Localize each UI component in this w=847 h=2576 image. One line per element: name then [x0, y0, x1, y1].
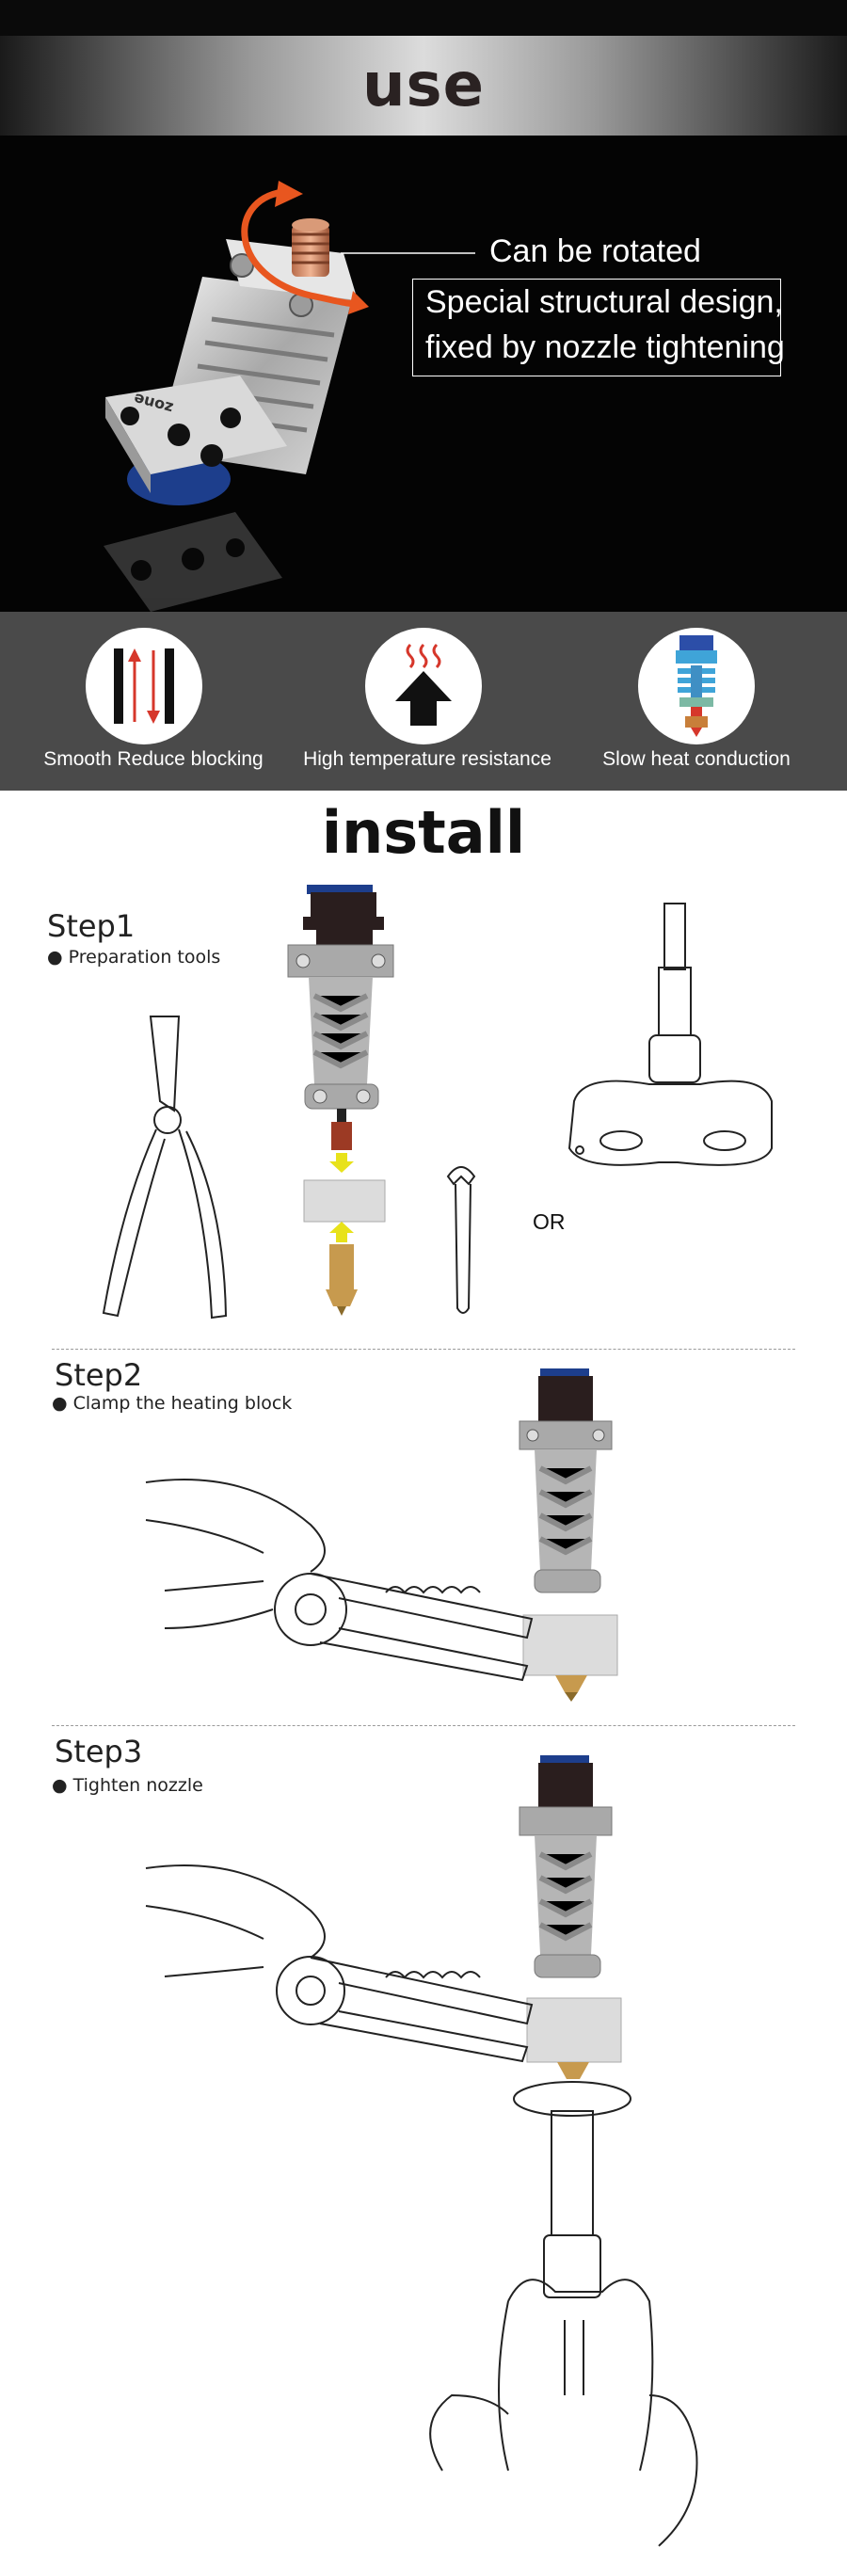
use-banner — [0, 36, 847, 136]
hotend-product-illustration: zone — [104, 181, 475, 612]
step3-title: Step3 — [55, 1734, 143, 1769]
feature-label-conduction: Slow heat conduction — [602, 748, 791, 770]
step2-desc-text: Clamp the heating block — [72, 1393, 293, 1414]
or-label: OR — [533, 1209, 566, 1234]
hero-photo: zone — [0, 136, 847, 612]
step1-desc-text: Preparation tools — [68, 947, 221, 968]
divider-2 — [52, 1725, 795, 1726]
exploded-hotend — [287, 885, 394, 1316]
t-handle-drawing — [567, 903, 773, 1166]
divider-1 — [52, 1349, 795, 1350]
pliers-drawing — [102, 1016, 228, 1320]
step3-desc-text: Tighten nozzle — [72, 1775, 203, 1796]
hand-with-pliers-drawing — [145, 1479, 534, 1682]
feature-circle-heat — [365, 628, 482, 744]
feature-circle-smooth — [86, 628, 202, 744]
callout-design-line1: Special structural design, — [425, 284, 783, 320]
step2-illustration — [145, 1368, 618, 1702]
driver-with-hand-drawing — [429, 2081, 698, 2547]
step2-desc: ● Clamp the heating block — [52, 1393, 293, 1414]
up-down-arrows-icon — [114, 648, 174, 724]
step1-title: Step1 — [47, 908, 136, 944]
top-dark-strip — [0, 0, 847, 36]
hand-with-pliers-drawing-step3 — [145, 1864, 534, 2063]
heat-arrow-icon — [395, 643, 452, 726]
hotend-assembled-step3 — [519, 1755, 622, 2079]
step2-title: Step2 — [55, 1357, 143, 1393]
use-title: use — [361, 51, 486, 120]
feature-label-smooth: Smooth Reduce blocking — [43, 748, 264, 770]
install-title: install — [321, 798, 526, 867]
callout-design-line2: fixed by nozzle tightening — [425, 329, 785, 365]
step1-desc: ● Preparation tools — [47, 947, 221, 968]
heat-gradient-hotend-icon — [676, 635, 717, 737]
feature-circle-conduction — [638, 628, 755, 744]
step3-illustration — [145, 1755, 698, 2547]
step1-illustration — [102, 885, 773, 1320]
wrench-drawing — [446, 1166, 476, 1314]
step3-desc: ● Tighten nozzle — [52, 1775, 203, 1796]
callout-rotatable: Can be rotated — [489, 233, 701, 269]
callout-box — [412, 279, 781, 376]
feature-label-heat: High temperature resistance — [303, 748, 551, 770]
hotend-assembled — [519, 1368, 618, 1702]
